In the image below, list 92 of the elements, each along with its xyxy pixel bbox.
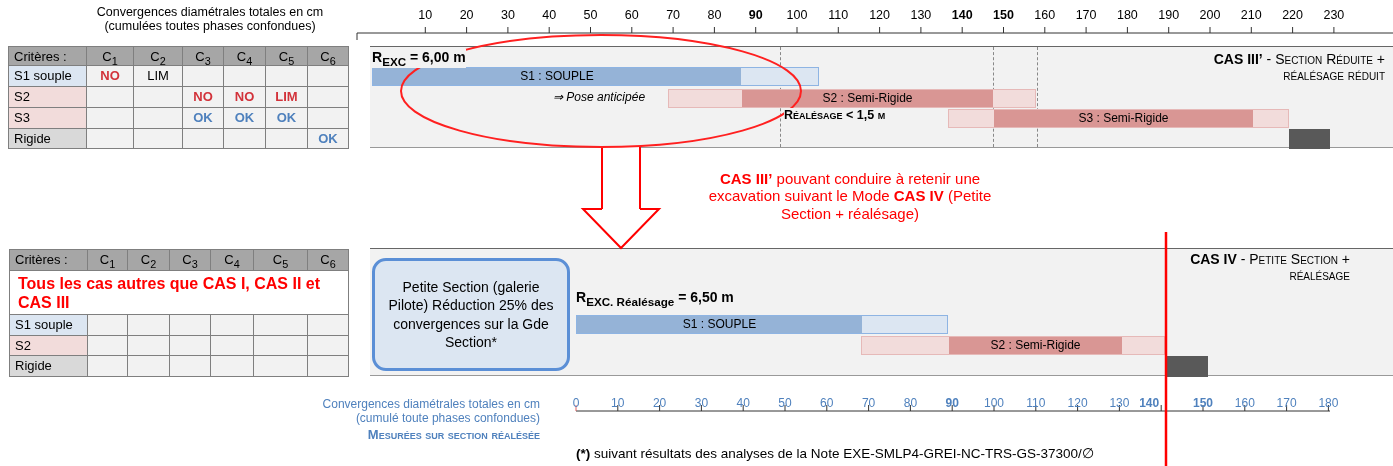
tick-label: 30 (499, 8, 516, 23)
tick-label: 200 (1198, 8, 1222, 23)
header-cell: C$_{3}$ (169, 249, 211, 271)
tick-label: 20 (458, 8, 475, 23)
table-heading: Tous les cas autres que CAS I, CAS II et CAS III (9, 270, 349, 315)
tick-label: 90 (944, 397, 960, 411)
axis-title: Convergences diamétrales totales en cm (cumulé toute phases confondues) (321, 398, 540, 426)
tick-label: 0 (571, 397, 581, 411)
tick-label: 140 (950, 8, 974, 23)
panel-title: CAS III’ - Section Réduite + réalésage réduit (1212, 51, 1385, 84)
tick-label: 130 (909, 8, 933, 23)
table-cell: OK (223, 107, 266, 129)
tick-label: 20 (651, 397, 668, 411)
timeline-bar: S2 : Semi-Rigide (668, 89, 1036, 108)
row-header: Rigide (9, 355, 88, 377)
header-cell: C$_{1}$ (87, 249, 128, 271)
tick-label: 180 (1115, 8, 1139, 23)
tick-label: 210 (1239, 8, 1263, 23)
support-bar (1289, 129, 1330, 149)
table-cell: LIM (265, 86, 308, 108)
tick-label: 60 (623, 8, 640, 23)
row-header: S2 (8, 86, 87, 108)
tick-label: 30 (693, 397, 710, 411)
annotation: ⇒ Pose anticipée (553, 91, 646, 105)
timeline-bar: S2 : Semi-Rigide (861, 336, 1165, 355)
tick-label: 10 (610, 397, 626, 411)
tick-label: 60 (819, 397, 835, 411)
note-text: CAS III’ pouvant conduire à retenir une excavation suivant le Mode CAS IV (Petite Section + réalésage) (707, 170, 993, 222)
tick-label: 180 (1317, 397, 1340, 411)
header-cell: C$_{1}$ (86, 46, 134, 66)
header-cell: C$_{4}$ (223, 46, 266, 66)
table-cell: NO (223, 86, 266, 108)
tick-label: 70 (665, 8, 682, 23)
header-cell: C$_{6}$ (307, 46, 349, 66)
tick-label: 10 (417, 8, 434, 23)
tick-label: 160 (1233, 397, 1256, 411)
tick-label: 150 (1192, 397, 1214, 411)
header-cell: C$_{2}$ (127, 249, 170, 271)
tick-label: 220 (1281, 8, 1304, 23)
header-cell: C$_{5}$ (265, 46, 308, 66)
panel-title: CAS IV - Petite Section + réalésage (1189, 251, 1350, 284)
tick-label: 80 (902, 397, 919, 411)
radius-label: R$_{EXC}$ = 6,00 m (372, 49, 466, 69)
table-cell: OK (307, 128, 349, 149)
tick-label: 170 (1074, 8, 1098, 23)
table-cell: LIM (133, 65, 183, 87)
chart-panel (370, 248, 1393, 376)
table-cell: NO (182, 86, 224, 108)
tick-label: 110 (1025, 397, 1047, 411)
row-header: S1 souple (8, 65, 87, 87)
tick-label: 100 (983, 397, 1005, 411)
table-cell: OK (182, 107, 224, 129)
tick-label: 140 (1138, 397, 1161, 411)
axis-title: Convergences diamétrales totales en cm (cumulées toutes phases confondues) (95, 5, 325, 34)
tick-label: 120 (868, 8, 891, 23)
radius-label: R$_{EXC. Réalésage}$ = 6,50 m (576, 289, 734, 309)
table-cell: OK (265, 107, 308, 129)
tick-label: 100 (785, 8, 809, 23)
timeline-bar: S1 : SOUPLE (372, 67, 819, 86)
row-header: Rigide (8, 128, 87, 149)
tick-label: 230 (1322, 8, 1346, 23)
support-bar (1165, 356, 1208, 377)
tick-label: 150 (992, 8, 1015, 23)
tick-label: 40 (735, 397, 751, 411)
header-cell: C$_{3}$ (182, 46, 224, 66)
tick-label: 80 (706, 8, 723, 23)
axis-subtitle: Mesurées sur section réalésée (366, 428, 540, 443)
chart-panel (370, 46, 1393, 148)
tick-label: 110 (827, 8, 850, 23)
table-cell: NO (86, 65, 134, 87)
header-cell: Critères : (8, 46, 87, 66)
header-cell: C$_{4}$ (210, 249, 254, 271)
header-cell: C$_{2}$ (133, 46, 183, 66)
tick-label: 190 (1157, 8, 1181, 23)
header-cell: C$_{6}$ (307, 249, 349, 271)
tick-label: 50 (582, 8, 599, 23)
tick-label: 130 (1108, 397, 1131, 411)
annotation: Réalésage < 1,5 m (784, 108, 886, 123)
footnote: (*) suivant résultats des analyses de la Note EXE-SMLP4-GREI-NC-TRS-GS-37300/∅ (576, 446, 1094, 462)
row-header: S3 (8, 107, 87, 129)
tick-label: 50 (777, 397, 793, 411)
tick-label: 90 (747, 8, 764, 23)
header-cell: Critères : (9, 249, 88, 271)
note-box: Petite Section (galerie Pilote) Réduction 25% des convergences sur la Gde Section* (372, 258, 570, 371)
tick-label: 120 (1066, 397, 1089, 411)
header-cell: C$_{5}$ (253, 249, 308, 271)
timeline-bar: S1 : SOUPLE (576, 315, 948, 334)
timeline-bar: S3 : Semi-Rigide (948, 109, 1289, 128)
tick-label: 160 (1033, 8, 1057, 23)
tick-label: 70 (860, 397, 877, 411)
tick-label: 40 (541, 8, 558, 23)
tick-label: 170 (1275, 397, 1298, 411)
